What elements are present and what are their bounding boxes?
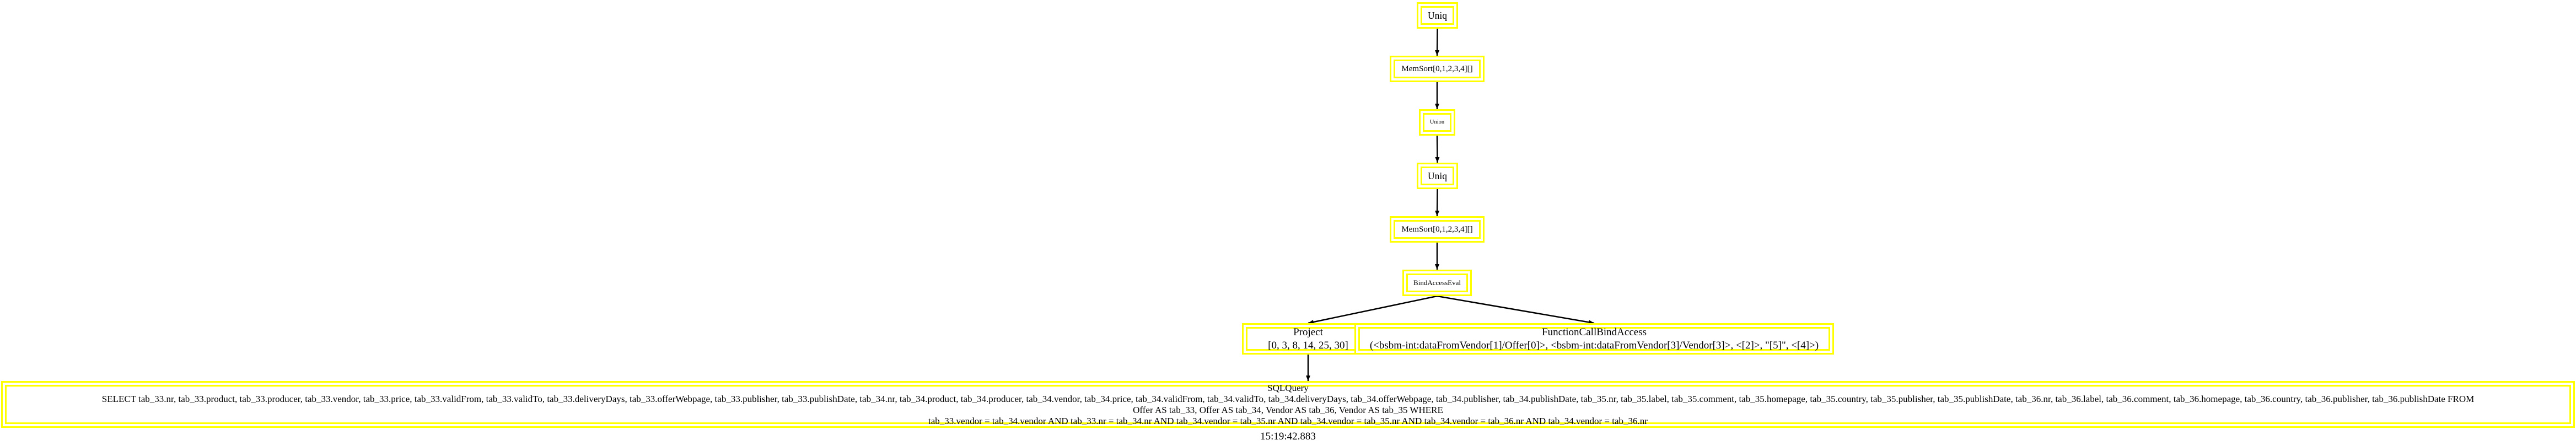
node-label: Project [0, 3, 8, 14, 25, 30]: [1268, 326, 1348, 351]
node-inner-border: [1394, 60, 1481, 78]
node-label: MemSort[0,1,2,3,4][]: [1401, 225, 1473, 234]
node-label: SQLQuery SELECT tab_33.nr, tab_33.produc…: [101, 382, 2475, 426]
node-sql-query: SQLQuery SELECT tab_33.nr, tab_33.produc…: [1, 381, 2575, 428]
node-project: Project [0, 3, 8, 14, 25, 30]: [1242, 323, 1374, 355]
node-bind-access-eval: BindAccessEval: [1402, 270, 1472, 296]
edge-union-to-uniq-mid: [1435, 135, 1440, 163]
node-label: Union: [1429, 119, 1445, 125]
node-label: Uniq: [1428, 170, 1447, 181]
edge-uniq-top-to-memsort-top: [1435, 28, 1440, 56]
node-label: BindAccessEval: [1413, 278, 1461, 287]
node-inner-border: [1421, 167, 1454, 185]
edge-uniq-mid-to-memsort-mid: [1435, 189, 1440, 217]
node-function-call-bind-access: FunctionCallBindAccess (<bsbm-int:dataFr…: [1354, 323, 1834, 355]
node-memsort-mid: MemSort[0,1,2,3,4][]: [1390, 216, 1485, 243]
node-uniq-mid: Uniq: [1417, 163, 1458, 189]
node-inner-border: [1423, 113, 1451, 132]
edge-bind-access-eval-to-function-call-bind-access: [1437, 295, 1595, 325]
node-inner-border: [1406, 274, 1468, 292]
node-uniq-top: Uniq: [1417, 2, 1458, 29]
node-label: FunctionCallBindAccess (<bsbm-int:dataFr…: [1369, 326, 1819, 351]
node-union: Union: [1419, 109, 1455, 136]
edge-bind-access-eval-to-project: [1308, 295, 1438, 324]
node-inner-border: [1358, 327, 1830, 351]
node-memsort-top: MemSort[0,1,2,3,4][]: [1390, 56, 1485, 82]
node-inner-border: [1421, 6, 1454, 25]
node-inner-border: [1394, 220, 1481, 239]
timestamp: 15:19:42.883: [1260, 431, 1316, 442]
node-label: Uniq: [1428, 9, 1447, 21]
node-inner-border: [5, 385, 2571, 424]
node-label: MemSort[0,1,2,3,4][]: [1401, 65, 1473, 73]
